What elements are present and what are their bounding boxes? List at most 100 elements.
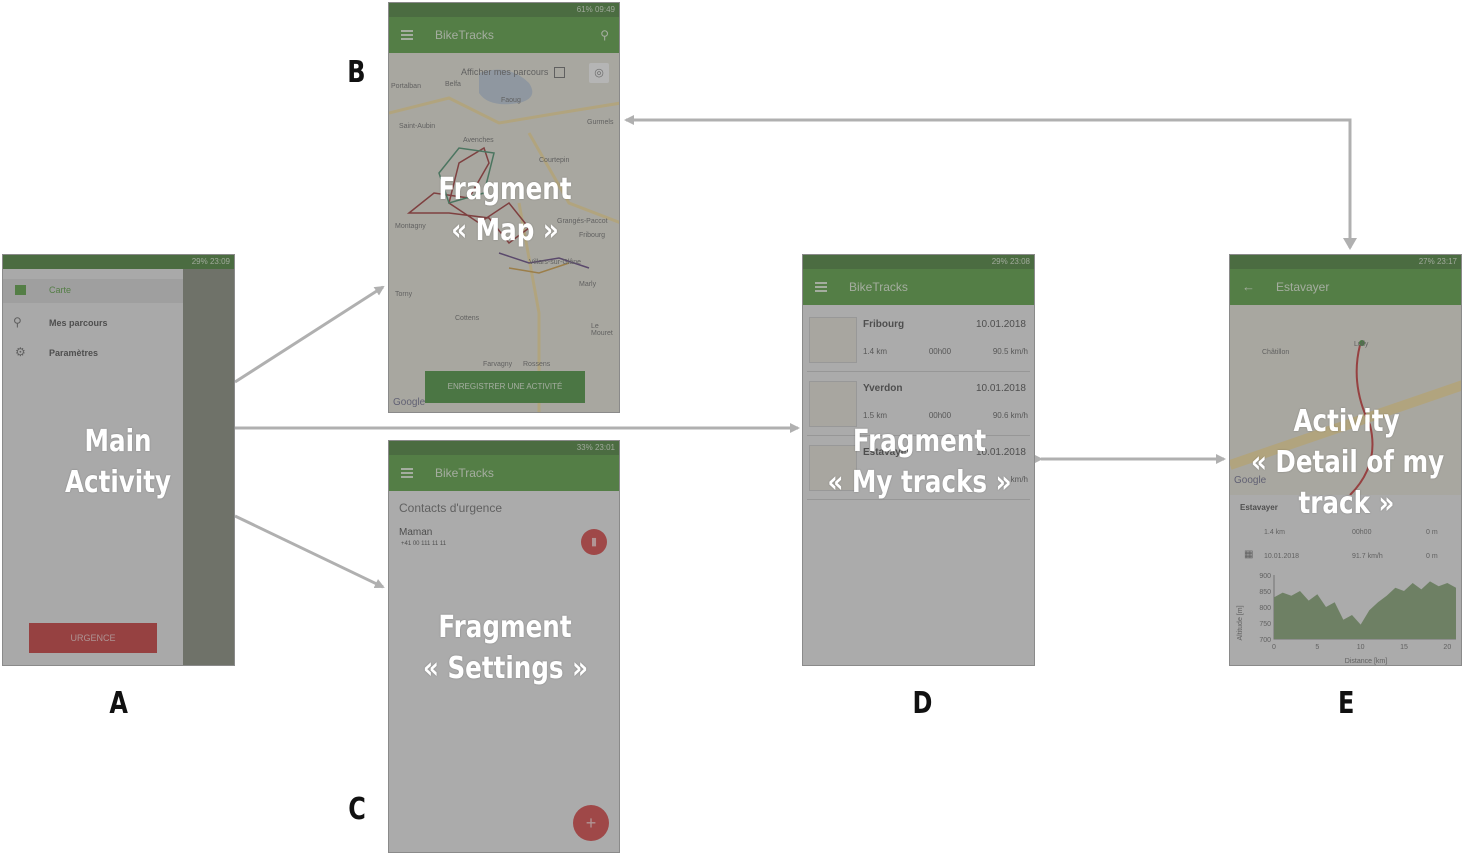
descent-value: 0 m [1426,553,1438,560]
track-date: 10.01.2018 [975,383,1026,394]
place-label: Portalban [391,83,421,90]
track-distance: 1.5 km [863,411,888,420]
track-row[interactable]: Fribourg 10.01.2018 1.4 km 00h00 90.5 km… [807,311,1030,372]
delete-contact-button[interactable]: ▮ [581,529,607,555]
gear-icon: ⚙ [15,345,26,359]
track-date: 10.01.2018 [975,319,1026,330]
nav-item-mes-parcours[interactable]: ⚲ Mes parcours [3,311,183,335]
show-tracks-toggle[interactable]: Afficher mes parcours [461,67,565,79]
track-name: Estavayer [863,447,911,458]
app-bar: BikeTracks [803,269,1034,305]
label-a: A [109,686,128,721]
screen-fragment-map: 61% 09:49 BikeTracks ⚲ Afficher mes parc… [388,2,620,413]
label-line: Main [84,424,152,459]
label-line: « Detail of my [1250,445,1445,480]
track-stats: 1.5 km 00h00 90.6 km/h [863,411,1028,420]
x-tick-label: 20 [1443,644,1451,651]
y-tick-label: 900 [1259,573,1271,580]
add-contact-fab[interactable]: + [573,805,609,841]
track-name: Estavayer [1240,503,1278,512]
nav-item-parametres[interactable]: ⚙ Paramètres [3,341,183,365]
label-line: Fragment [438,172,572,207]
y-tick-label: 750 [1259,621,1271,628]
place-label: Fribourg [579,232,606,239]
nav-item-label: Carte [49,285,72,295]
label-line: track » [1298,486,1395,521]
track-speed: 90.5 km/h [992,347,1028,356]
place-label: Montagny [395,223,426,230]
urgence-button[interactable]: URGENCE [29,623,157,653]
record-activity-button[interactable]: ENREGISTRER UNE ACTIVITÉ [425,371,585,403]
altitude-chart: Altitude [m] Distance [km] 9008508007507… [1237,573,1456,665]
screen-activity-detail: 27% 23:17 ← Estavayer Châtillon Lully Go… [1229,254,1462,666]
label-line: « My tracks » [827,465,1012,500]
track-speed: 90.6 km/h [992,411,1028,420]
track-row[interactable]: Yverdon 10.01.2018 1.5 km 00h00 90.6 km/… [807,375,1030,436]
place-label: Faoug [501,97,521,104]
x-tick-label: 10 [1357,644,1365,651]
arrow-a-to-c [234,514,385,589]
arrow-e-to-b [624,115,1352,248]
label-main-activity: Main Activity [57,421,180,503]
label-line: Activity [64,465,172,500]
duration-value: 00h00 [1352,529,1372,536]
label-fragment-map: Fragment « Map » [423,169,587,251]
label-b: B [347,55,366,90]
x-tick-label: 0 [1272,644,1276,651]
track-duration: 00h00 [928,411,952,420]
place-label: Le Mouret [591,323,613,337]
y-tick-label: 850 [1259,589,1271,596]
place-label: Cottens [455,315,480,322]
google-logo: Google [1234,475,1267,486]
track-row[interactable]: Estavayer 10.01.2018 km/h [807,439,1030,500]
place-label: Belfa [445,81,461,88]
date-value: 10.01.2018 [1264,553,1300,560]
detail-map[interactable] [1230,305,1462,495]
nav-item-label: Paramètres [49,348,99,358]
label-d: D [912,686,933,721]
label-fragment-settings: Fragment « Settings » [423,607,589,689]
place-label: Grangés-Paccot [557,218,608,225]
contact-name: Maman [399,527,433,538]
x-tick-label: 15 [1400,644,1408,651]
label-line: Fragment [438,610,572,645]
menu-icon[interactable] [815,282,827,292]
map-place-label: Châtillon [1262,349,1290,356]
place-label: Avenches [463,137,494,144]
label-e: E [1338,686,1355,721]
menu-icon[interactable] [401,30,413,40]
ascent-value: 0 m [1426,529,1438,536]
contact-phone: +41 00 111 11 11 [401,541,447,547]
app-title: BikeTracks [435,466,494,480]
app-bar: BikeTracks ⚲ [389,17,619,53]
place-label: Gurmels [587,119,614,126]
place-label: Marly [579,281,597,288]
label-c: C [348,792,366,827]
google-logo: Google [393,397,426,408]
section-title: Contacts d'urgence [399,501,503,515]
checkbox-icon[interactable] [553,67,565,79]
back-arrow-icon[interactable]: ← [1242,279,1255,294]
nav-item-carte[interactable]: Carte [3,279,183,303]
label-line: « Settings » [423,651,589,686]
app-title: BikeTracks [849,280,908,294]
status-bar: 33% 23:01 [389,441,619,455]
screen-fragment-settings: 33% 23:01 BikeTracks Contacts d'urgence … [388,440,620,853]
x-tick-label: 5 [1315,644,1319,651]
map-view[interactable] [389,53,620,413]
altitude-area [1274,581,1456,639]
map-background [183,269,234,665]
place-label: Courtepin [539,157,570,164]
app-title: Estavayer [1276,280,1330,294]
menu-icon[interactable] [401,468,413,478]
label-line: Activity [1293,404,1400,439]
track-stats: km/h [863,475,1028,484]
map-place-label: Lully [1354,341,1369,348]
my-location-button[interactable]: ◎ [589,63,609,83]
chart-x-axis-label: Distance [km] [1345,658,1387,665]
track-speed: km/h [1010,475,1028,484]
label-fragment-my-tracks: Fragment « My tracks » [824,421,1015,503]
map-place-labels: Portalban Faoug Saint-Aubin Avenches Cou… [389,3,619,412]
calendar-icon: ▦ [1244,549,1254,560]
search-icon[interactable]: ⚲ [600,28,609,42]
